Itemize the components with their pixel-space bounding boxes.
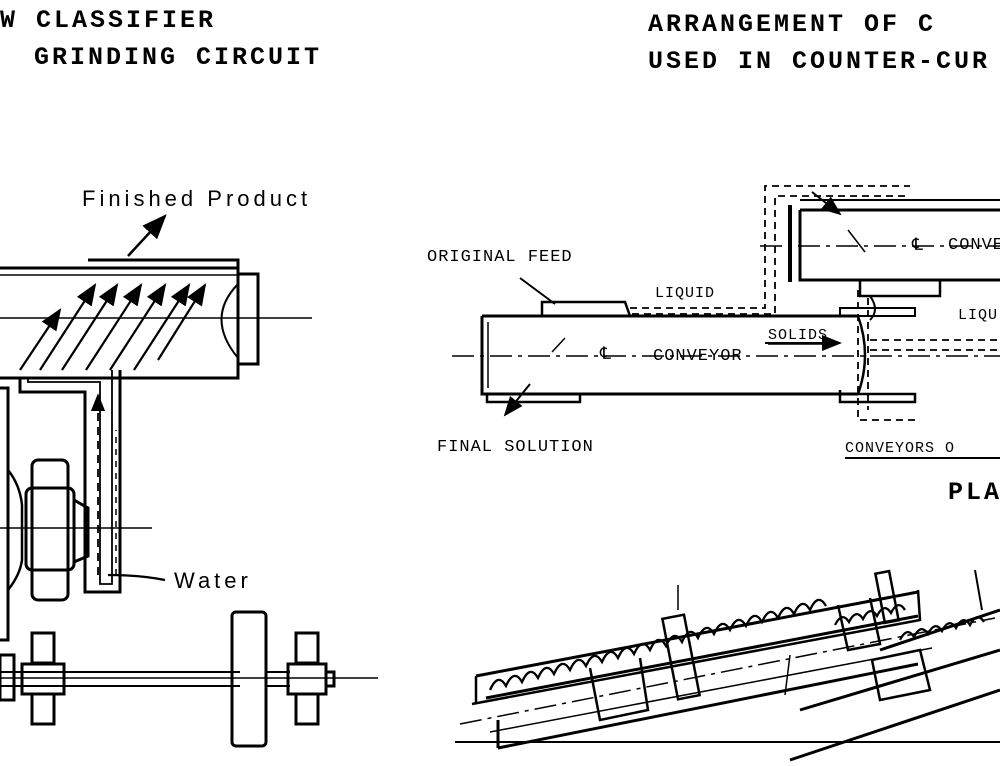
feed-pointer [519,277,556,305]
return-column [18,370,122,594]
flow-arrows [19,283,207,371]
centerline-symbol-upper: ℄ [912,237,924,256]
right-title-line2: USED IN COUNTER-CUR [648,47,991,76]
water-pointer [107,573,166,582]
upper-conveyor [760,191,1000,321]
solids-label: SOLIDS [768,327,829,344]
water-label: Water [174,568,252,593]
finished-product-label: Finished Product [82,186,312,211]
classifier-grinding-circuit [0,214,378,748]
screw-conveyor-elevation [455,569,1000,762]
lower-conveyor [452,300,1000,404]
liquid-label: LIQUID [655,285,716,302]
liquid-path [630,185,1000,421]
plan-label: PLA [948,478,1000,507]
conveyors-on-label: CONVEYORS O [845,440,956,457]
finished-product-arrow [127,214,167,257]
drive-shaft [0,610,378,748]
left-title-line2: GRINDING CIRCUIT [34,43,323,72]
liquid-right-label: LIQU [958,307,999,324]
final-solution-arrow [503,383,531,417]
left-title-line1: W CLASSIFIER [0,6,217,35]
conveyor-label: CONVEYOR [653,347,743,366]
centerline-symbol-lower: ℄ [600,346,612,365]
right-title-line1: ARRANGEMENT OF C [648,10,937,39]
upper-conveyor-label: CONVEY [948,236,1000,255]
original-feed-label: ORIGINAL FEED [427,248,573,267]
screw-flights [488,598,985,691]
ball-mill [0,386,152,642]
final-solution-label: FINAL SOLUTION [437,438,594,457]
conveyor-arrangement-plan [452,185,1000,762]
